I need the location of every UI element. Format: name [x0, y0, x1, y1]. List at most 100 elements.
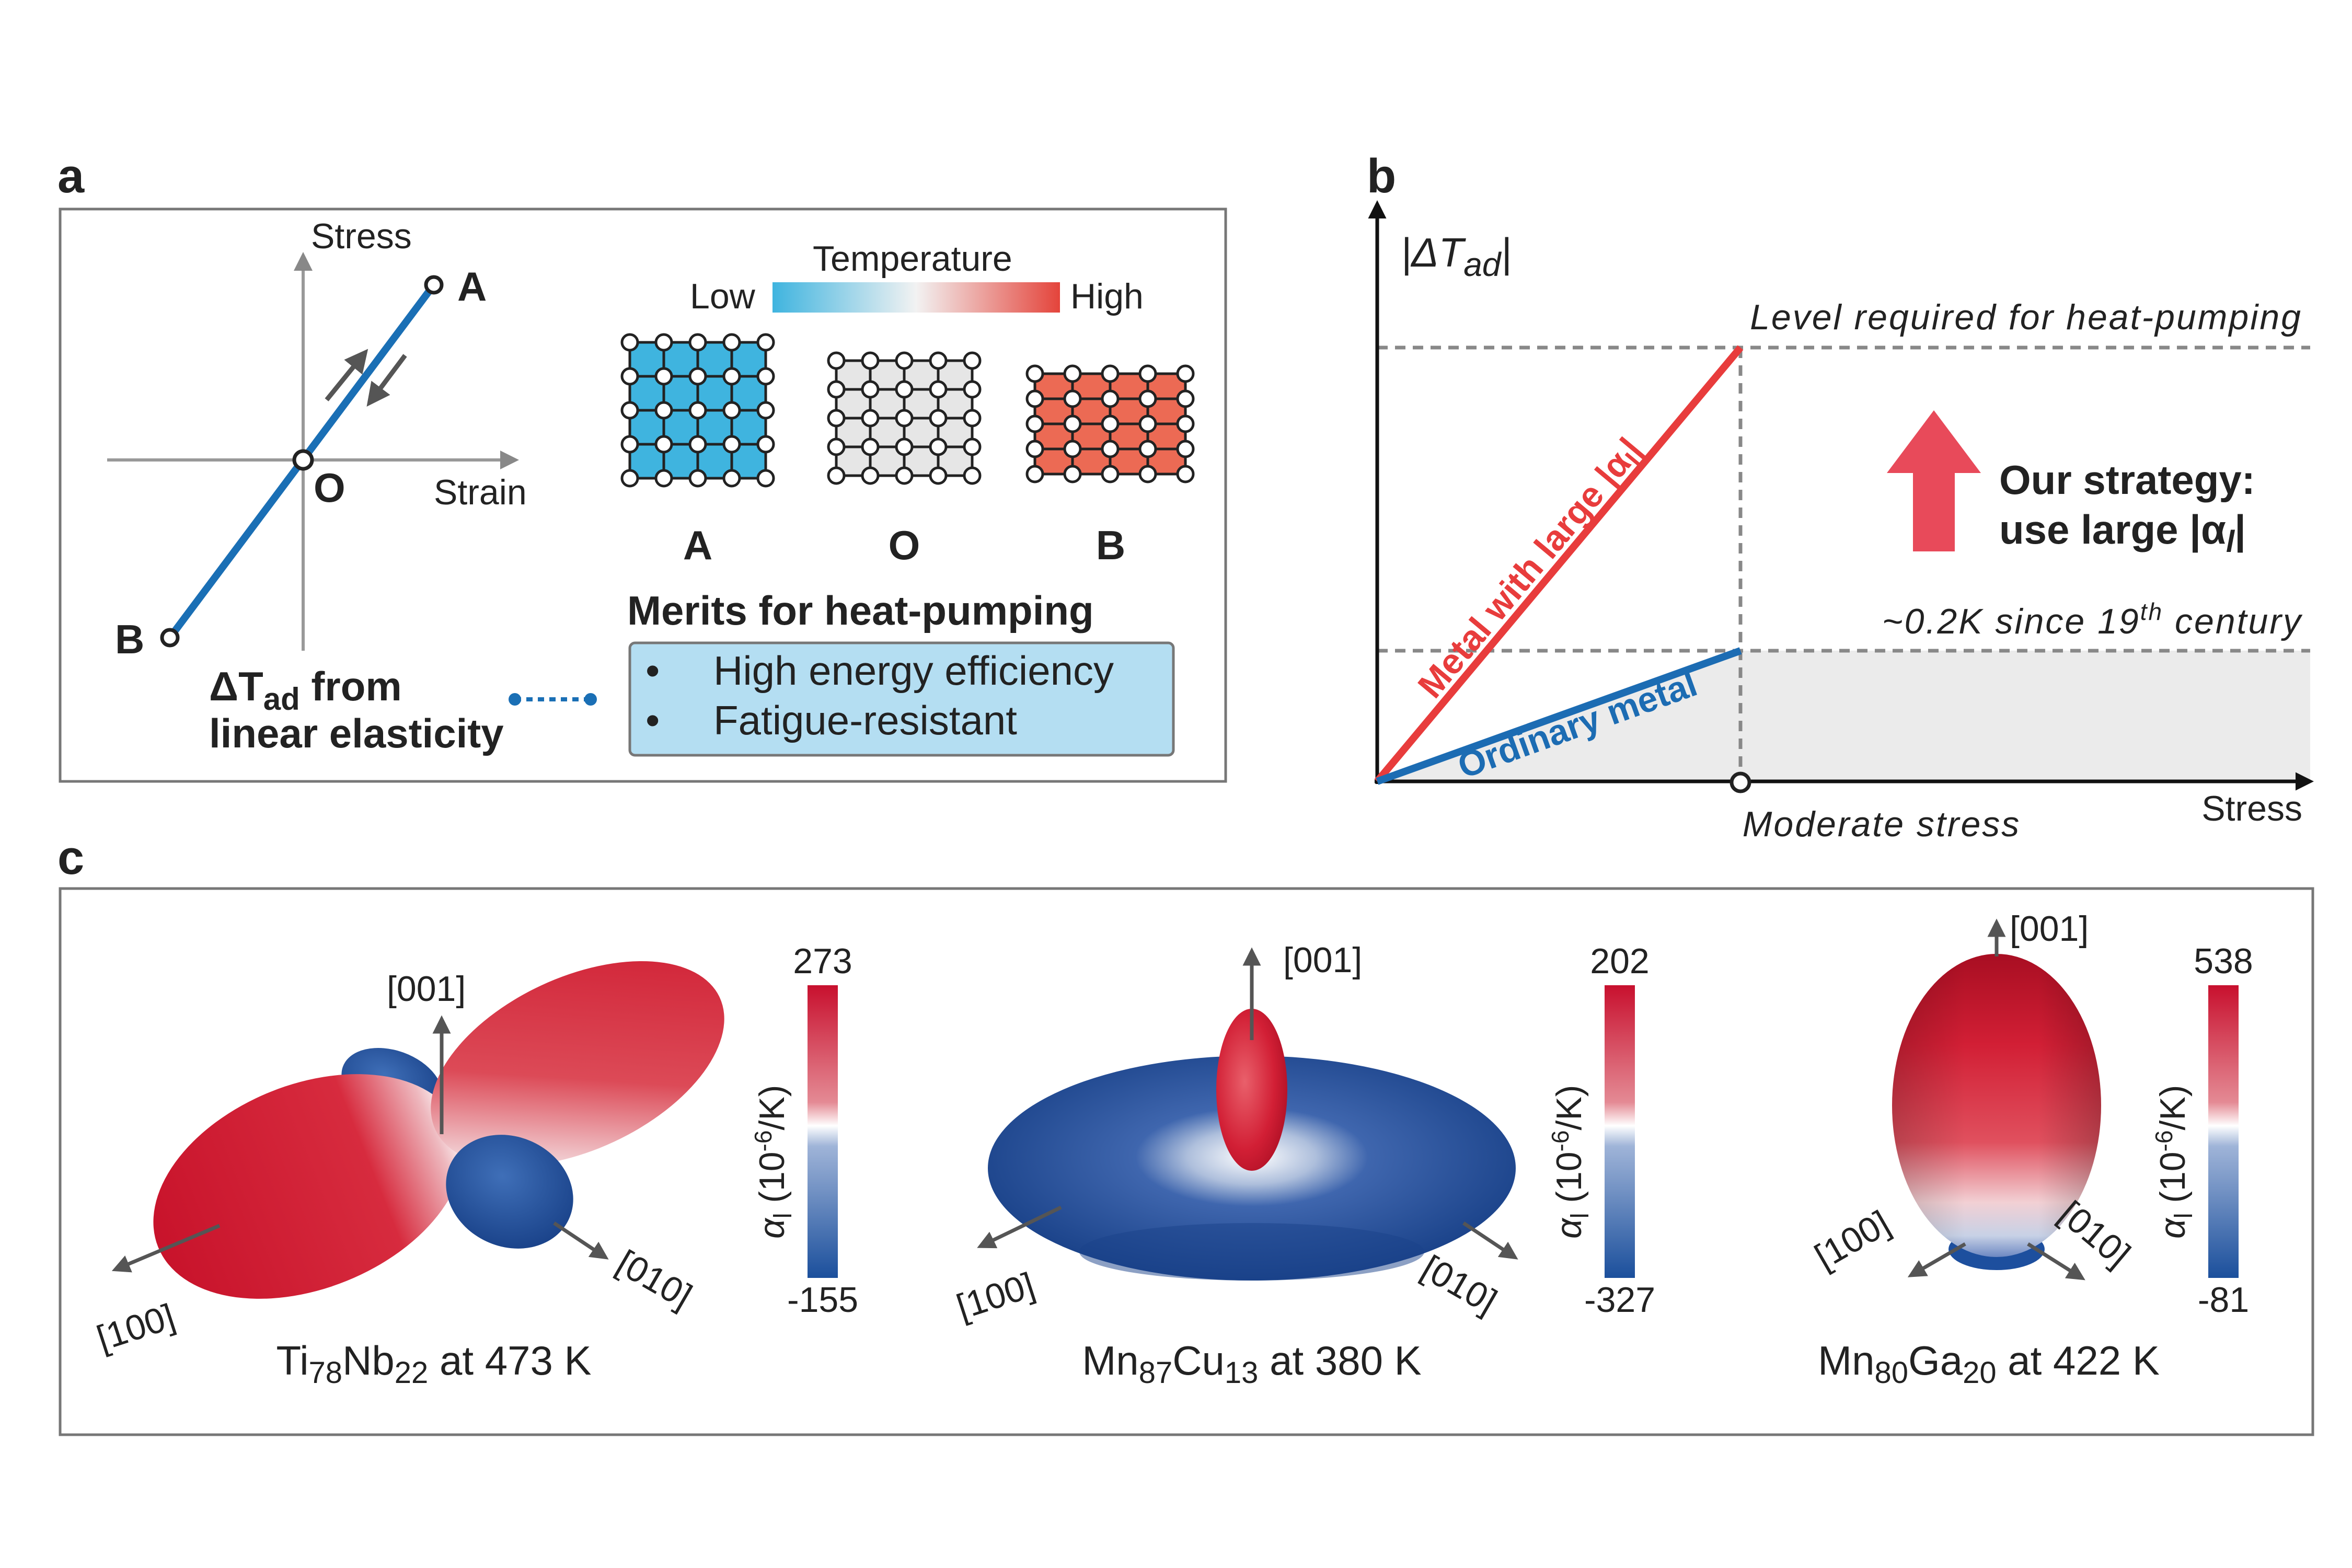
lattice-o-atom: [827, 351, 846, 370]
mn-cu-100-label: [100]: [952, 1265, 1039, 1327]
delta-t-label-line2: linear elasticity: [209, 710, 504, 756]
lattice-b-atom: [1176, 389, 1195, 408]
ti-nb-001-label: [001]: [387, 969, 466, 1009]
point-a-label: A: [457, 263, 487, 309]
mn-cu-colorbar-max: 202: [1590, 941, 1649, 981]
mn-cu-colorbar: [1605, 985, 1635, 1278]
lattice-a-atom: [620, 367, 639, 386]
lattice-a-atom: [654, 435, 673, 454]
lattice-a-atom: [620, 435, 639, 454]
lattice-b-atom: [1176, 414, 1195, 433]
lattice-o-atom: [895, 437, 914, 456]
ti-nb-colorbar-max: 273: [793, 941, 852, 981]
mn-ga-colorbar-max: 538: [2194, 941, 2253, 981]
lattice-b-atom: [1063, 440, 1082, 458]
lattice-a-atom: [688, 401, 707, 420]
mn-ga-egg-shading: [1892, 954, 2101, 1257]
lattice-a-atom: [756, 469, 775, 488]
lattice-a-label: A: [683, 522, 712, 568]
large-alpha-line: [1374, 345, 1744, 784]
ti-nb-100-label: [100]: [92, 1296, 179, 1358]
ti-nb-010-label: [010]: [610, 1242, 699, 1316]
lattice-b-atom: [1138, 364, 1157, 383]
lattice-b-atom: [1063, 465, 1082, 483]
connector-dot-left: [509, 693, 521, 706]
lattice-b-atom: [1101, 440, 1120, 458]
lattice-b-atom: [1138, 414, 1157, 433]
temperature-colorbar: [773, 282, 1060, 313]
lattice-a-atom: [654, 469, 673, 488]
ti-nb-010-axis: [553, 1221, 609, 1260]
lattice-b-atom: [1025, 465, 1044, 483]
lattice-o-atom: [895, 351, 914, 370]
mn-cu-010-axis: [1462, 1221, 1518, 1260]
lattice-b-atom: [1101, 389, 1120, 408]
ti-nb-red-lobe-right: [431, 961, 724, 1167]
lattice-b-atom: [1063, 414, 1082, 433]
lattice-group: [620, 333, 1195, 488]
lattice-o-atom: [929, 380, 948, 399]
lattice-b-atom: [1138, 440, 1157, 458]
mn-cu-group: [001] [100] [010] 202 -327 αl (10-6/K) M…: [952, 940, 1655, 1390]
lattice-o-atom: [963, 380, 982, 399]
large-alpha-line-label: Metal with large |αl|: [1410, 430, 1653, 709]
lattice-o-atom: [861, 437, 880, 456]
lattice-b-label: B: [1096, 522, 1125, 568]
baseline-label: ~0.2K since 19th century: [1882, 598, 2303, 641]
lattice-o-atom: [827, 380, 846, 399]
ti-nb-colorbar-label: αl (10-6/K): [750, 1085, 797, 1239]
panel-c: c [001] [100] [010] 273 -155 αl (10-6/K)…: [57, 831, 2314, 1436]
lattice-a-atom: [756, 435, 775, 454]
lattice-a-atom: [620, 469, 639, 488]
baseline-shaded-region: [1377, 651, 2310, 781]
ti-nb-title: Ti78Nb22 at 473 K: [276, 1338, 591, 1390]
panel-b-letter: b: [1367, 149, 1396, 203]
lattice-b-atom: [1025, 389, 1044, 408]
merit-item-1: High energy efficiency: [713, 648, 1114, 694]
lattice-a-atom: [654, 401, 673, 420]
lattice-o-atom: [827, 437, 846, 456]
ti-nb-blue-lobe-front: [446, 1135, 573, 1249]
lattice-o-atom: [929, 437, 948, 456]
mn-cu-001-label: [001]: [1283, 940, 1362, 980]
point-b-marker: [160, 628, 180, 648]
lattice-a-atom: [620, 401, 639, 420]
lattice-a-atom: [654, 333, 673, 352]
merit-bullet-2: •: [645, 697, 660, 743]
merits-box: [628, 641, 1175, 757]
lattice-a-atom: [688, 435, 707, 454]
lattice-a-atom: [722, 435, 741, 454]
required-level-label: Level required for heat-pumping: [1750, 297, 2302, 337]
lattice-a-atom: [722, 401, 741, 420]
temperature-title: Temperature: [813, 239, 1012, 279]
lattice-b-atom: [1138, 465, 1157, 483]
lattice-b-atom: [1138, 389, 1157, 408]
lattice-o: [827, 351, 982, 485]
lattice-o-atom: [895, 380, 914, 399]
ti-nb-colorbar-min: -155: [787, 1280, 858, 1320]
lattice-b-atom: [1101, 465, 1120, 483]
lattice-b-atom: [1101, 364, 1120, 383]
panel-a: a Stress Strain A O B Temperature Low Hi…: [57, 149, 1227, 783]
lattice-a-atom: [722, 469, 741, 488]
strain-axis-label: Strain: [434, 472, 527, 512]
mn-cu-colorbar-min: -327: [1584, 1280, 1655, 1320]
lattice-b-atom: [1063, 389, 1082, 408]
lattice-o-atom: [963, 409, 982, 428]
lattice-b: [1025, 364, 1195, 483]
temp-high-label: High: [1070, 276, 1144, 316]
lattice-o-atom: [963, 437, 982, 456]
point-o-marker: [292, 449, 314, 471]
loading-arrow: [325, 349, 368, 401]
panel-b: b |ΔTad| Stress Level required for heat-…: [1367, 149, 2314, 844]
point-b-label: B: [115, 616, 144, 662]
mn-ga-colorbar-min: -81: [2198, 1280, 2249, 1320]
mn-cu-010-label: [010]: [1415, 1248, 1504, 1321]
lattice-o-label: O: [889, 522, 920, 568]
panel-a-frame: [59, 207, 1227, 783]
lattice-a-atom: [688, 469, 707, 488]
ti-nb-100-axis: [111, 1224, 221, 1273]
ti-nb-red-lobe-left: [153, 1074, 464, 1299]
lattice-o-atom: [929, 351, 948, 370]
